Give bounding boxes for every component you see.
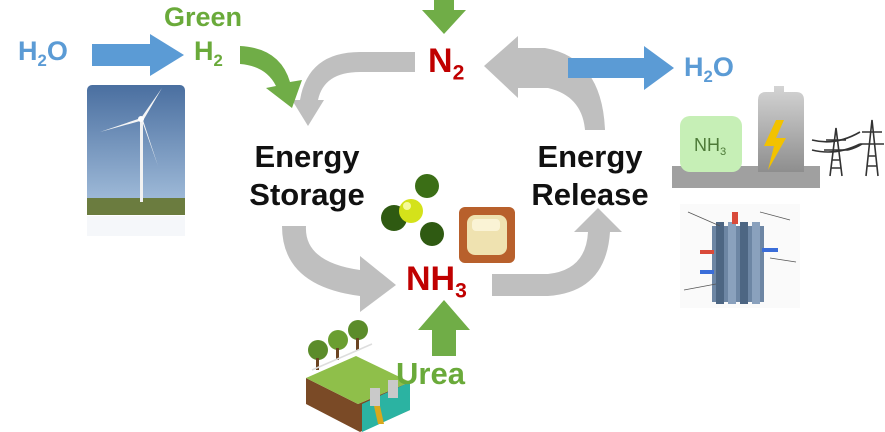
urea-farm-icon <box>306 320 410 432</box>
wind-turbine-icon <box>87 85 185 236</box>
blue-arrow-h2o-to-h2 <box>92 34 184 76</box>
h2o-output-label: H2O <box>684 52 734 86</box>
energy-release-label: Energy Release <box>531 139 649 212</box>
cycle-arrow-bottom-right <box>492 208 622 296</box>
ammonia-molecule-icon <box>381 174 444 246</box>
green-label: Green <box>164 2 243 32</box>
nh3-label: NH3 <box>406 260 467 303</box>
h2o-input-label: H2O <box>18 36 68 70</box>
cycle-arrow-top-left <box>292 52 415 126</box>
power-plant-icon <box>672 86 820 188</box>
cycle-arrow-top-right <box>484 36 605 130</box>
green-arrow-h2-curved <box>240 46 302 108</box>
fuel-cell-stack-icon <box>680 204 800 308</box>
green-arrow-top-in <box>422 0 466 34</box>
h2-label: H2 <box>194 36 223 70</box>
nh3-tank-label: NH3 <box>694 135 727 158</box>
cycle-arrow-bottom-left <box>282 226 396 312</box>
power-tower-icon <box>811 119 884 177</box>
green-arrow-urea-up <box>418 300 470 356</box>
ammonia-solid-block-icon <box>459 207 515 263</box>
urea-label: Urea <box>396 356 465 391</box>
n2-label: N2 <box>428 42 465 85</box>
blue-arrow-to-h2o-out <box>568 46 674 90</box>
energy-storage-label: Energy Storage <box>249 139 365 212</box>
